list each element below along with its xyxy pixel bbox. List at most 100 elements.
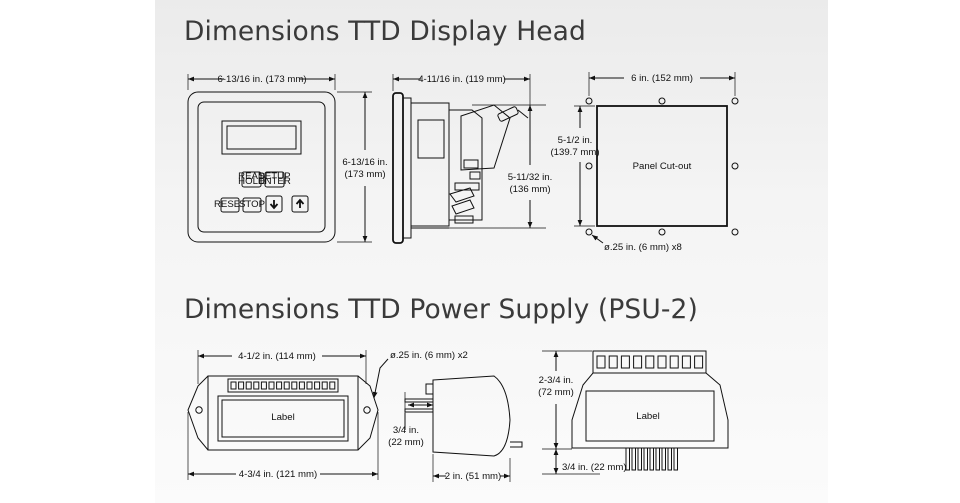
terminal-screw xyxy=(314,381,321,390)
terminal-screw xyxy=(306,381,313,390)
terminal-rib xyxy=(645,355,655,369)
terminal-rib xyxy=(620,355,630,369)
terminal-rib xyxy=(694,355,704,369)
terminal-screw xyxy=(238,381,245,390)
mounting-holes xyxy=(585,97,739,236)
cutout-height-label-2: (139.7 mm) xyxy=(550,147,599,158)
down-key xyxy=(265,195,283,213)
foot-pin xyxy=(673,447,678,471)
svg-text:STOP: STOP xyxy=(239,199,265,210)
side-height-label-2: (136 mm) xyxy=(509,184,550,195)
terminal-screw xyxy=(260,381,267,390)
foot-pin xyxy=(637,447,642,471)
side-connector xyxy=(460,104,511,171)
lcd-screen xyxy=(226,125,297,150)
psu-terminal-strip xyxy=(227,378,339,393)
terminal-rib xyxy=(596,355,606,369)
terminal-rib xyxy=(633,355,643,369)
lcd-window xyxy=(221,120,302,155)
svg-text:HOLD: HOLD xyxy=(238,176,265,187)
psu-depth-label: 2 in. (51 mm) xyxy=(445,471,502,482)
psu-body xyxy=(207,375,359,451)
foot-pin xyxy=(661,447,666,471)
psu-flange-label-2: (22 mm) xyxy=(388,437,424,448)
stop-key xyxy=(242,197,262,213)
terminal-screw xyxy=(230,381,237,390)
display-head-heading: Dimensions TTD Display Head xyxy=(184,16,586,47)
cutout-hole-note: ø.25 in. (6 mm) x8 xyxy=(604,242,682,253)
terminal-screw xyxy=(291,381,298,390)
psu-label-plate xyxy=(217,395,349,442)
terminal-rib xyxy=(669,355,679,369)
psu-end-body xyxy=(571,372,729,449)
psu-flange-bottom xyxy=(404,408,434,413)
psu-hole-note: ø.25 in. (6 mm) x2 xyxy=(390,350,468,361)
psu-terminal-ribs xyxy=(596,355,704,369)
terminal-screw xyxy=(283,381,290,390)
psu-hole-left xyxy=(195,406,203,414)
front-inner-frame xyxy=(197,101,326,233)
reset-key xyxy=(220,197,240,213)
up-key xyxy=(291,195,309,213)
terminal-rib xyxy=(657,355,667,369)
psu-hole-right xyxy=(363,406,371,414)
svg-text:SETUP: SETUP xyxy=(259,171,291,182)
psu-foot-pins xyxy=(625,447,678,471)
cutout-outline xyxy=(596,105,728,227)
keypad: READ HOLD SETUP ENTER RESET STOP xyxy=(214,171,309,213)
psu-end-label-plate xyxy=(585,390,715,442)
terminal-screw xyxy=(245,381,252,390)
psu-front-view: Label xyxy=(187,375,379,451)
power-supply-heading: Dimensions TTD Power Supply (PSU-2) xyxy=(184,294,698,325)
psu-end-view: Label xyxy=(571,350,729,471)
side-body xyxy=(410,102,450,227)
foot-pin xyxy=(631,447,636,471)
front-height-label-1: 6-13/16 in. xyxy=(342,157,387,168)
panel-cutout: Panel Cut-out xyxy=(585,97,739,236)
psu-side-body xyxy=(432,375,511,457)
front-height-label-2: (173 mm) xyxy=(344,169,385,180)
front-bezel xyxy=(187,91,336,243)
foot-pin xyxy=(667,447,672,471)
psu-height-label-1: 2-3/4 in. xyxy=(539,375,574,386)
psu-flange-label-1: 3/4 in. xyxy=(393,425,419,436)
psu-terminals xyxy=(230,381,336,390)
svg-text:READ: READ xyxy=(238,171,265,182)
psu-end-label: Label xyxy=(636,411,659,422)
svg-text:RESET: RESET xyxy=(214,199,246,210)
read-hold-key xyxy=(241,171,262,188)
terminal-rib xyxy=(681,355,691,369)
terminal-screw xyxy=(329,381,336,390)
front-width-label: 6-13/16 in. (173 mm) xyxy=(217,74,306,85)
terminal-screw xyxy=(298,381,305,390)
psu-height-label-2: (72 mm) xyxy=(538,387,574,398)
foot-pin xyxy=(625,447,630,471)
side-height-label-1: 5-11/32 in. xyxy=(508,172,553,183)
foot-pin xyxy=(643,447,648,471)
terminal-screw xyxy=(268,381,275,390)
psu-foot-height-label: 3/4 in. (22 mm) xyxy=(562,462,627,473)
terminal-screw xyxy=(276,381,283,390)
up-arrow-icon xyxy=(295,198,305,208)
side-rear-housing xyxy=(449,109,483,221)
psu-inner-width-label: 4-1/2 in. (114 mm) xyxy=(238,351,316,362)
display-side-view xyxy=(392,92,529,244)
terminal-screw xyxy=(321,381,328,390)
display-front-view: READ HOLD SETUP ENTER RESET STOP xyxy=(187,91,336,243)
foot-pin xyxy=(655,447,660,471)
terminal-screw xyxy=(253,381,260,390)
psu-terminal-block xyxy=(592,350,707,374)
foot-pin xyxy=(649,447,654,471)
side-panel xyxy=(417,119,445,159)
psu-flange-top xyxy=(404,398,434,403)
psu-outer-width-label: 4-3/4 in. (121 mm) xyxy=(239,469,317,480)
cutout-width-label: 6 in. (152 mm) xyxy=(631,73,693,84)
down-arrow-icon xyxy=(269,200,279,210)
cutout-height-label-1: 5-1/2 in. xyxy=(558,135,593,146)
terminal-rib xyxy=(608,355,618,369)
side-depth-label: 4-11/16 in. (119 mm) xyxy=(418,74,506,85)
svg-text:ENTER: ENTER xyxy=(258,176,291,187)
setup-enter-key xyxy=(264,171,285,188)
